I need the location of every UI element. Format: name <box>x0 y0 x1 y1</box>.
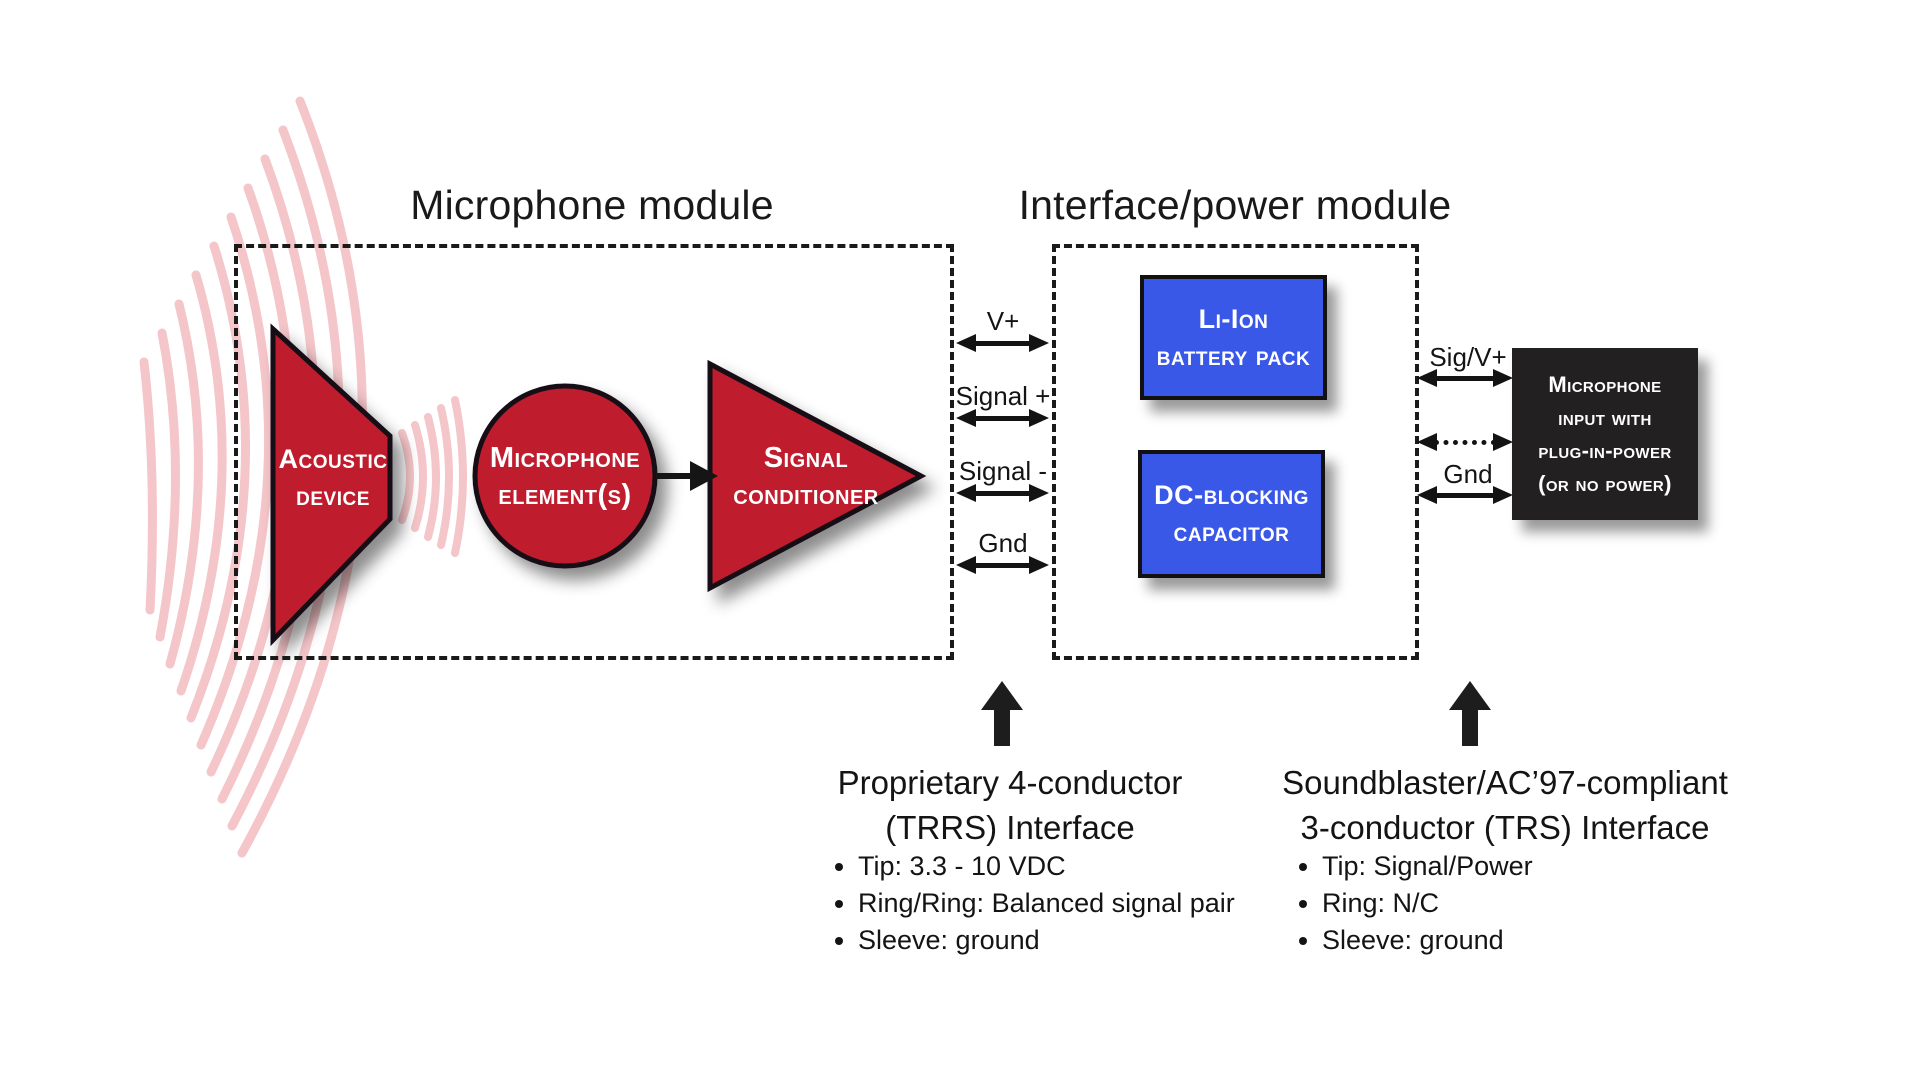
arrow-shaft <box>973 562 1032 568</box>
microphone-element-label-line1: Microphone <box>489 442 641 474</box>
trrs-note-bullets: Tip: 3.3 - 10 VDC Ring/Ring: Balanced si… <box>828 848 1298 959</box>
acoustic-device-label-line2: device <box>296 481 370 511</box>
trs-note-bullets: Tip: Signal/Power Ring: N/C Sleeve: grou… <box>1292 848 1762 959</box>
sound-waves-small <box>398 396 467 557</box>
dc-blocking-capacitor-box: DC-blocking capacitor <box>1138 450 1325 578</box>
up-arrow-head <box>981 681 1023 710</box>
wave-arc <box>451 396 467 557</box>
arrow-head-left <box>956 409 976 427</box>
wave-arc <box>155 328 180 642</box>
liion-battery-line1: Li-Ion <box>1198 303 1269 334</box>
microphone-element-label-line2: element(s) <box>498 479 632 511</box>
arrow-shaft <box>973 415 1032 421</box>
arrow-head-left <box>956 556 976 574</box>
trrs-note-heading-line1: Proprietary 4-conductor <box>837 764 1183 801</box>
signal-conditioner-label-line2: conditioner <box>733 479 879 511</box>
up-arrow-shaft <box>1462 710 1478 746</box>
bus-arrow-signal-plus <box>956 406 1049 430</box>
trs-note-heading-line1: Soundblaster/AC’97-compliant <box>1282 764 1728 801</box>
trs-bullet-sleeve: Sleeve: ground <box>1322 922 1762 959</box>
bus-label-signal-plus: Signal + <box>955 381 1051 411</box>
wave-arc <box>196 212 274 750</box>
wave-arc <box>139 357 157 615</box>
arrow-head-right <box>1029 556 1049 574</box>
trrs-pointer-arrow <box>980 681 1024 746</box>
trrs-note-heading-line2: (TRRS) Interface <box>885 809 1135 846</box>
arrow-head-right <box>1029 484 1049 502</box>
output-arrow-sig-v <box>1417 366 1513 390</box>
up-arrow-shaft <box>994 710 1010 746</box>
trrs-bullet-ring: Ring/Ring: Balanced signal pair <box>858 885 1298 922</box>
signal-conditioner-label: Signal conditioner <box>700 440 912 514</box>
output-arrow-gnd <box>1417 483 1513 507</box>
trs-note-heading-line2: 3-conductor (TRS) Interface <box>1300 809 1710 846</box>
microphone-input-line2: input with <box>1558 405 1652 430</box>
wave-arc <box>437 404 453 549</box>
trrs-bullet-sleeve: Sleeve: ground <box>858 922 1298 959</box>
trs-note-heading: Soundblaster/AC’97-compliant 3-conductor… <box>1205 760 1805 850</box>
wave-arc <box>186 241 251 723</box>
wave-arc <box>411 421 427 532</box>
acoustic-device-shape <box>270 323 393 647</box>
microphone-element-shape <box>472 383 658 569</box>
output-arrow-nc-dotted <box>1417 430 1513 454</box>
bus-label-signal-minus: Signal - <box>958 456 1048 486</box>
liion-battery-line2: battery pack <box>1156 340 1311 371</box>
wave-arc <box>398 429 414 524</box>
interface-power-module-title: Interface/power module <box>1018 182 1452 228</box>
wave-arc <box>176 270 227 696</box>
arrow-head-right <box>1493 486 1513 504</box>
arrow-head-left <box>1417 369 1437 387</box>
microphone-module-box <box>234 244 954 660</box>
arrow-head <box>690 461 718 491</box>
bus-arrow-signal-minus <box>956 481 1049 505</box>
arrow-shaft <box>973 490 1032 496</box>
trs-bullet-tip: Tip: Signal/Power <box>1322 848 1762 885</box>
arrow-head-left <box>956 334 976 352</box>
bus-label-vplus: V+ <box>986 306 1020 336</box>
dc-capacitor-line1: DC-blocking <box>1154 480 1309 510</box>
arrow-shaft <box>1434 375 1496 381</box>
arrow-head-right <box>1029 409 1049 427</box>
output-label-gnd: Gnd <box>1443 459 1493 489</box>
signal-conditioner-label-line1: Signal <box>763 442 849 474</box>
arrow-head-right <box>1493 433 1513 451</box>
trs-pointer-arrow <box>1448 681 1492 746</box>
arrow-head-right <box>1493 369 1513 387</box>
microphone-module-title: Microphone module <box>410 182 774 228</box>
arrow-shaft-dotted <box>1434 439 1496 445</box>
up-arrow-head <box>1449 681 1491 710</box>
bus-label-gnd: Gnd <box>978 528 1028 558</box>
arrow-head-left <box>956 484 976 502</box>
output-label-sig-v: Sig/V+ <box>1429 342 1507 372</box>
microphone-input-line3: plug-in-power <box>1538 438 1672 463</box>
arrow-head-right <box>1029 334 1049 352</box>
bus-arrow-gnd <box>956 553 1049 577</box>
trrs-note-heading: Proprietary 4-conductor (TRRS) Interface <box>710 760 1310 850</box>
liion-battery-box: Li-Ion battery pack <box>1140 275 1327 400</box>
arrow-head-left <box>1417 433 1437 451</box>
wave-arc <box>424 413 440 541</box>
acoustic-device-label: Acoustic device <box>252 441 414 515</box>
microphone-input-line4: (or no power) <box>1538 471 1672 496</box>
arrow-head-left <box>1417 486 1437 504</box>
arrow-shaft <box>1434 492 1496 498</box>
interface-power-module-box <box>1052 244 1419 660</box>
wave-arc <box>165 299 203 669</box>
acoustic-device-label-line1: Acoustic <box>278 444 388 474</box>
microphone-element-label: Microphone element(s) <box>460 440 670 514</box>
dc-capacitor-line2: capacitor <box>1173 517 1290 547</box>
microphone-input-box: Microphone input with plug-in-power (or … <box>1512 348 1698 520</box>
trs-bullet-ring: Ring: N/C <box>1322 885 1762 922</box>
trrs-bullet-tip: Tip: 3.3 - 10 VDC <box>858 848 1298 885</box>
bus-arrow-vplus <box>956 331 1049 355</box>
element-to-conditioner-arrow <box>656 461 718 491</box>
arrow-shaft <box>973 340 1032 346</box>
microphone-input-line1: Microphone <box>1548 372 1662 397</box>
